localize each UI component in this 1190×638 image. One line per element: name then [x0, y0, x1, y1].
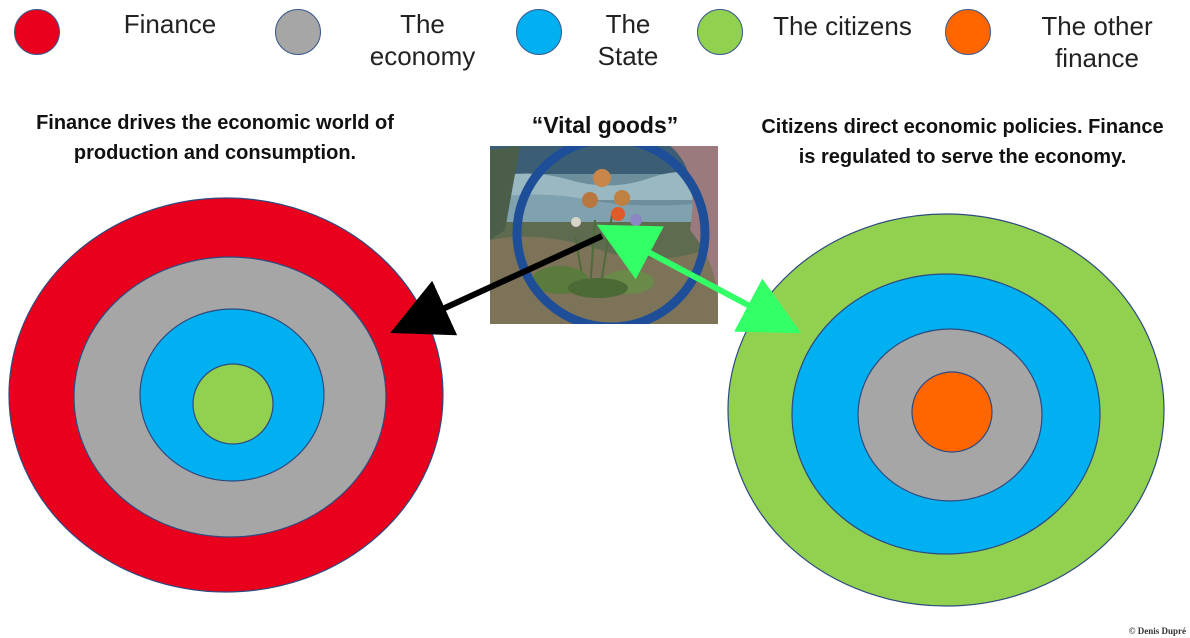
legend-label-economy: The economy	[369, 9, 476, 71]
legend-dot-state	[516, 9, 562, 55]
right-heading: Citizens direct economic policies. Finan…	[761, 116, 1164, 168]
right-target	[727, 213, 1165, 607]
legend-dot-finance	[14, 9, 60, 55]
legend-dot-other-finance	[945, 9, 991, 55]
arrow-to-right-target	[596, 224, 802, 334]
legend-dot-citizens	[697, 9, 743, 55]
left-heading: Finance drives the economic world of pro…	[36, 112, 394, 164]
legend-label-citizens: The citizens	[773, 11, 912, 41]
left-ring-citizens	[192, 363, 274, 445]
right-ring-other-finance	[911, 371, 993, 453]
legend-dot-economy	[275, 9, 321, 55]
legend-label-other-finance: The other finance	[1041, 11, 1153, 73]
vital-goods-image	[490, 146, 718, 324]
arrow-to-left-target	[390, 233, 604, 336]
legend-label-state: The State	[597, 9, 659, 71]
legend-label-finance: Finance	[123, 9, 217, 39]
credit-text: © Denis Dupré	[1128, 626, 1186, 636]
center-heading: “Vital goods”	[531, 112, 679, 138]
left-target	[8, 197, 444, 593]
